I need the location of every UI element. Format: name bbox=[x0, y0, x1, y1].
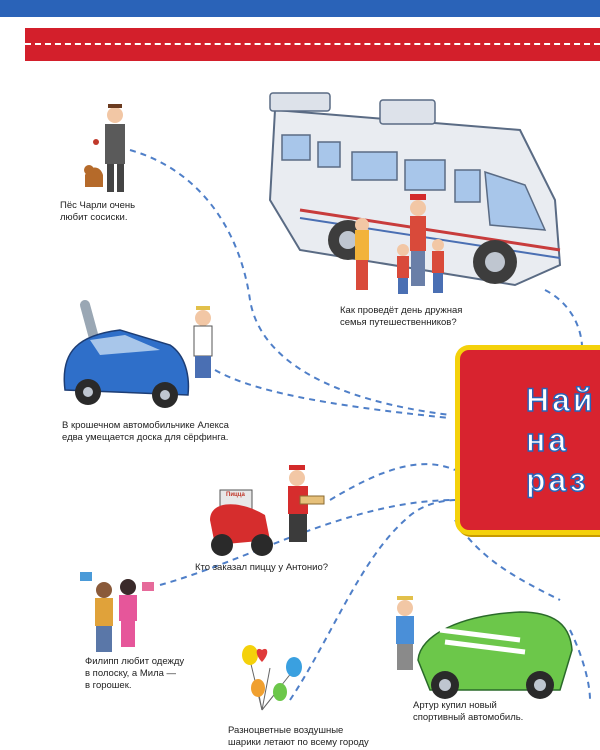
arthur-person bbox=[396, 596, 414, 670]
caption-line: Пёс Чарли очень bbox=[60, 200, 136, 211]
caption-line: любит сосиски. bbox=[60, 212, 128, 223]
path-charlie bbox=[129, 149, 451, 416]
caption-charlie: Пёс Чарли очень любит сосиски. bbox=[60, 200, 135, 224]
caption-line: в полоску, а Мила — bbox=[85, 668, 177, 679]
band-stitching bbox=[25, 43, 600, 45]
caption-line: семья путешественников? bbox=[340, 317, 457, 328]
alex-person bbox=[193, 306, 213, 378]
pizza-box-label: Пицца bbox=[226, 492, 245, 498]
caption-alex: В крошечном автомобильчике Алекса едва у… bbox=[62, 420, 229, 444]
caption-balloons: Разноцветные воздушные шарики летают по … bbox=[228, 725, 369, 749]
caption-arthur: Артур купил новый спортивный автомобиль. bbox=[413, 700, 523, 724]
panel-title-line: на bbox=[525, 421, 570, 459]
path-camper bbox=[544, 289, 583, 346]
panel-title-line: раз bbox=[525, 461, 589, 499]
caption-philipp: Филипп любит одежду в полоску, а Мила — … bbox=[85, 656, 184, 692]
caption-line: Разноцветные воздушные bbox=[228, 725, 344, 736]
balloons-icon bbox=[242, 645, 302, 711]
caption-line: Кто заказал пиццу у Антонио? bbox=[195, 562, 329, 573]
header-stitched-band bbox=[25, 28, 600, 61]
top-blue-band bbox=[0, 0, 600, 17]
caption-line: шарики летают по всему городу bbox=[228, 737, 369, 748]
caption-line: Артур купил новый bbox=[413, 700, 497, 711]
caption-line: едва умещается доска для сёрфинга. bbox=[62, 432, 229, 443]
antonio-scooter bbox=[210, 489, 273, 556]
path-alex bbox=[214, 369, 451, 419]
title-panel: Най на раз bbox=[455, 345, 600, 535]
arthur-green-car bbox=[417, 611, 573, 699]
caption-family: Как проведёт день дружная семья путешест… bbox=[340, 305, 462, 329]
alex-blue-car bbox=[63, 300, 190, 408]
path-lower-right bbox=[569, 629, 591, 701]
panel-title-line: Най bbox=[525, 381, 596, 419]
caption-line: В крошечном автомобильчике Алекса bbox=[62, 420, 229, 431]
path-balloons bbox=[289, 499, 459, 701]
antonio-person bbox=[288, 465, 325, 542]
charlie-and-man bbox=[84, 104, 125, 192]
philipp-and-mila bbox=[80, 572, 154, 652]
caption-line: спортивный автомобиль. bbox=[413, 712, 524, 723]
caption-line: Филипп любит одежду bbox=[85, 656, 185, 667]
traveling-family bbox=[355, 194, 444, 294]
caption-line: Как проведёт день дружная bbox=[340, 305, 463, 316]
path-philipp bbox=[159, 499, 456, 586]
caption-line: в горошек. bbox=[85, 680, 132, 691]
caption-pizza: Кто заказал пиццу у Антонио? bbox=[195, 562, 328, 574]
